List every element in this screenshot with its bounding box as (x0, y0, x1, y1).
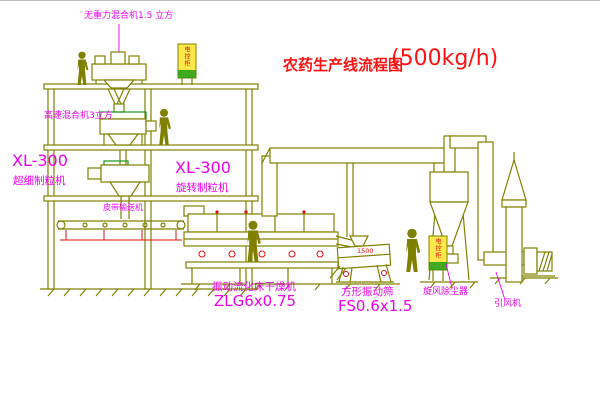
label-fan: 引风机 (494, 299, 522, 309)
worker-figure (406, 228, 421, 272)
label-granulator-mid-name: 旋转制粒机 (176, 182, 229, 194)
label-control-cabinet-right: 电控柜 (434, 238, 441, 259)
label-dryer-model: ZLG6x0.75 (214, 292, 297, 310)
ground-lines (40, 277, 558, 297)
label-granulator-left-model: XL-300 (12, 151, 68, 170)
rotary-granulator-machine (87, 160, 150, 219)
y-chute (107, 88, 131, 113)
worker-figure (77, 51, 89, 85)
fluid-bed-dryer-machine (183, 210, 356, 284)
label-control-cabinet-top: 电控柜 (183, 46, 190, 67)
vibrating-screen-machine (329, 235, 394, 283)
diagram-title-capacity: (500kg/h) (391, 46, 499, 71)
label-granulator-mid-model: XL-300 (175, 158, 231, 177)
induced-draft-fan-machine (522, 247, 555, 277)
diagram-title: 农药生产线流程图 (283, 56, 404, 74)
belt-conveyor-machine (56, 220, 186, 241)
control-cabinet-right-box (428, 235, 448, 281)
label-cyclone: 旋风除尘器 (423, 287, 469, 297)
chimney-stack (501, 152, 527, 283)
mixer-to-granulator-pipe (119, 150, 127, 166)
platform-structure (43, 83, 259, 290)
leader-lines (118, 24, 506, 301)
control-cabinet-top-box (177, 43, 197, 85)
label-screen-dimension: 1500 (357, 247, 374, 255)
label-dryer-name: 振动流化床干燥机 (212, 281, 296, 293)
label-belt-conveyor: 皮带输送机 (103, 203, 143, 212)
worker-figure (159, 108, 171, 145)
cyclone-machine (428, 171, 470, 281)
label-gravity-mixer: 无重力混合机1.5 立方 (84, 11, 174, 21)
label-high-speed-mixer: 高速混合机3立方 (44, 111, 113, 121)
label-screen-model: FS0.6x1.5 (338, 297, 413, 315)
high-speed-mixer-machine (99, 111, 157, 146)
label-screen-name: 方形振动筛 (341, 286, 394, 298)
gravity-mixer-machine (91, 51, 147, 89)
label-granulator-left-name: 超细制粒机 (13, 175, 66, 187)
